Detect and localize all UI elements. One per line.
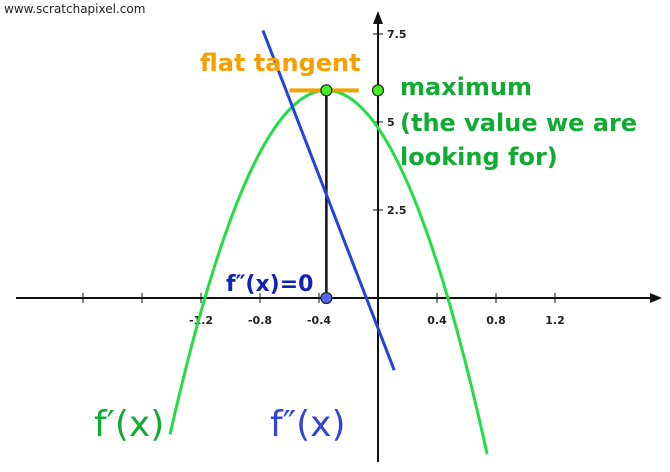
zero-point xyxy=(320,291,333,305)
watermark: www.scratchapixel.com xyxy=(4,2,146,16)
maximum-label-line-3: looking for) xyxy=(400,143,558,171)
x-axis-arrow-icon xyxy=(650,293,662,303)
x-tick-label: -0.8 xyxy=(248,314,272,327)
x-tick-label: -0.4 xyxy=(307,314,331,327)
maximum-label-line-1: maximum xyxy=(400,73,532,101)
y-tick-label: 2.5 xyxy=(387,204,407,217)
axes: -1.2 -0.8 -0.4 0.4 0.8 1.2 2.5 5 7.5 xyxy=(16,11,662,462)
x-tick-label: 0.4 xyxy=(427,314,447,327)
maximum-label-line-2: (the value we are xyxy=(400,109,637,137)
y-tick-label: 5 xyxy=(387,116,395,129)
maximum-point xyxy=(320,84,333,97)
text-layer: flat tangent maximum (the value we are l… xyxy=(94,49,637,445)
fprime-curve-label: f′(x) xyxy=(94,404,164,445)
y-axis-point xyxy=(371,84,385,97)
x-tick-label: 0.8 xyxy=(486,314,506,327)
x-tick-label: 1.2 xyxy=(545,314,565,327)
series-fdoubleprime-line xyxy=(261,29,396,371)
y-axis-arrow-icon xyxy=(373,11,383,24)
fdoubleprime-curve-label: f″(x) xyxy=(270,404,346,445)
zero-label: f″(x)=0 xyxy=(226,272,313,297)
flat-tangent-label: flat tangent xyxy=(200,49,361,77)
x-tick-label: -1.2 xyxy=(189,314,213,327)
marks-layer xyxy=(289,84,385,305)
y-tick-label: 7.5 xyxy=(387,28,407,41)
